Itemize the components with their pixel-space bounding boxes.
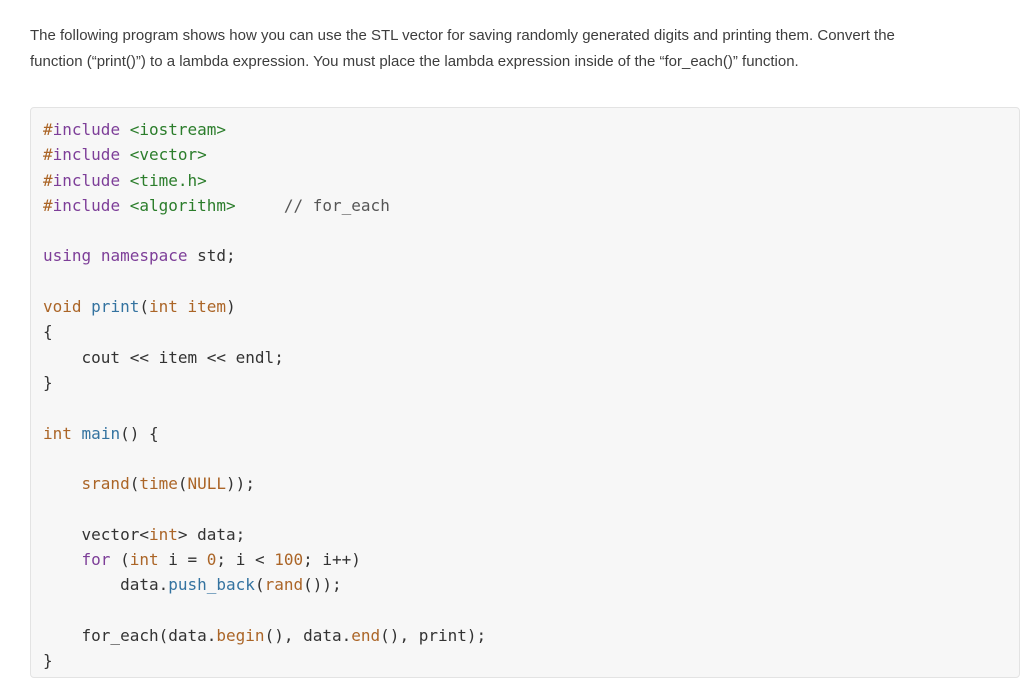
code-token-plain: }: [43, 372, 53, 392]
code-token-builtin: item: [187, 297, 227, 317]
code-line: cout << item << endl;: [43, 345, 1007, 370]
code-line: srand(time(NULL));: [43, 471, 1007, 496]
code-token-plain: {: [43, 322, 53, 342]
code-token-plain: (: [177, 474, 188, 494]
code-token-plain: [72, 424, 82, 443]
instruction-line-2: function (“print()”) to a lambda express…: [30, 53, 799, 70]
code-token-function: push_back: [168, 575, 255, 595]
code-line: [43, 395, 1007, 420]
code-token-plain: data.: [43, 575, 169, 595]
code-token-plain: ; i++): [303, 550, 361, 570]
code-token-builtin: int: [43, 423, 72, 443]
code-token-plain: cout << item << endl;: [43, 347, 284, 367]
code-token-plain: [120, 145, 130, 164]
code-token-plain: ));: [226, 474, 255, 494]
code-token-builtin: srand: [81, 474, 130, 494]
code-token-string: <time.h>: [129, 170, 207, 190]
code-token-builtin: #: [43, 145, 53, 165]
code-token-keyword: include: [52, 170, 121, 190]
code-token-builtin: #: [43, 195, 53, 215]
code-token-plain: [178, 297, 188, 316]
code-token-builtin: int: [129, 550, 159, 570]
code-token-function: print: [91, 297, 140, 317]
code-token-plain: i =: [158, 550, 207, 570]
code-line: [43, 446, 1007, 471]
code-token-builtin: int: [148, 297, 178, 317]
code-token-keyword: namespace: [100, 246, 188, 266]
code-line: void print(int item): [43, 294, 1007, 319]
code-token-builtin: end: [351, 625, 381, 645]
code-token-plain: (: [129, 474, 140, 494]
code-token-builtin: rand: [264, 575, 304, 595]
code-line: [43, 598, 1007, 623]
code-line: data.push_back(rand());: [43, 572, 1007, 597]
code-token-plain: (: [254, 575, 265, 595]
code-token-plain: std;: [197, 246, 236, 266]
code-line: #include <vector>: [43, 142, 1007, 167]
code-line: for (int i = 0; i < 100; i++): [43, 547, 1007, 572]
code-token-plain: [236, 196, 284, 215]
code-token-builtin: void: [43, 297, 82, 317]
code-token-plain: [43, 474, 82, 493]
code-token-keyword: include: [52, 120, 121, 139]
code-token-string: <vector>: [129, 145, 207, 165]
code-content: #include <iostream>#include <vector>#inc…: [43, 117, 1007, 674]
code-token-plain: (), print);: [380, 625, 487, 645]
code-token-builtin: #: [43, 170, 53, 190]
code-line: [43, 269, 1007, 294]
code-token-plain: [82, 297, 92, 316]
code-token-builtin: #: [43, 120, 53, 139]
code-line: }: [43, 370, 1007, 395]
code-token-builtin: int: [148, 524, 178, 544]
code-block-panel: #include <iostream>#include <vector>#inc…: [30, 107, 1020, 678]
code-token-string: <iostream>: [129, 120, 227, 139]
code-line: [43, 218, 1007, 243]
code-line: int main() {: [43, 421, 1007, 446]
code-token-plain: ): [226, 297, 236, 317]
code-line: }: [43, 648, 1007, 673]
code-token-builtin: begin: [216, 625, 265, 645]
code-token-function: main: [81, 423, 121, 443]
instruction-line-1: The following program shows how you can …: [30, 27, 895, 44]
code-token-plain: ; i <: [216, 550, 275, 570]
code-line: #include <iostream>: [43, 117, 1007, 142]
code-token-plain: vector<: [43, 524, 149, 544]
code-token-plain: (: [139, 297, 149, 317]
code-token-keyword: using: [43, 246, 92, 266]
code-line: {: [43, 319, 1007, 344]
code-line: #include <time.h>: [43, 168, 1007, 193]
instruction-paragraph: The following program shows how you can …: [30, 23, 1024, 75]
code-token-plain: [43, 550, 82, 569]
code-line: for_each(data.begin(), data.end(), print…: [43, 623, 1007, 648]
code-token-plain: [188, 246, 198, 265]
code-token-keyword: include: [52, 195, 121, 215]
code-token-string: <algorithm>: [129, 195, 236, 215]
code-token-builtin: time: [139, 474, 178, 494]
code-token-keyword: for: [81, 550, 111, 570]
code-token-comment: // for_each: [283, 195, 390, 215]
code-token-keyword: include: [52, 145, 121, 165]
code-token-plain: for_each(data.: [43, 625, 217, 645]
code-token-builtin: 100: [274, 550, 304, 570]
code-token-builtin: NULL: [187, 474, 227, 494]
code-token-plain: [120, 120, 130, 139]
code-line: [43, 496, 1007, 521]
code-token-plain: ());: [303, 575, 342, 595]
code-token-plain: (: [110, 550, 130, 570]
code-token-plain: (), data.: [264, 625, 352, 645]
code-token-plain: () {: [120, 423, 159, 443]
code-token-plain: [120, 196, 130, 215]
code-token-plain: [91, 246, 101, 265]
code-token-plain: [120, 171, 130, 190]
code-token-plain: > data;: [177, 524, 246, 544]
code-line: vector<int> data;: [43, 522, 1007, 547]
code-token-plain: }: [43, 651, 53, 671]
code-token-builtin: 0: [206, 550, 217, 570]
code-line: #include <algorithm> // for_each: [43, 193, 1007, 218]
code-line: using namespace std;: [43, 243, 1007, 268]
